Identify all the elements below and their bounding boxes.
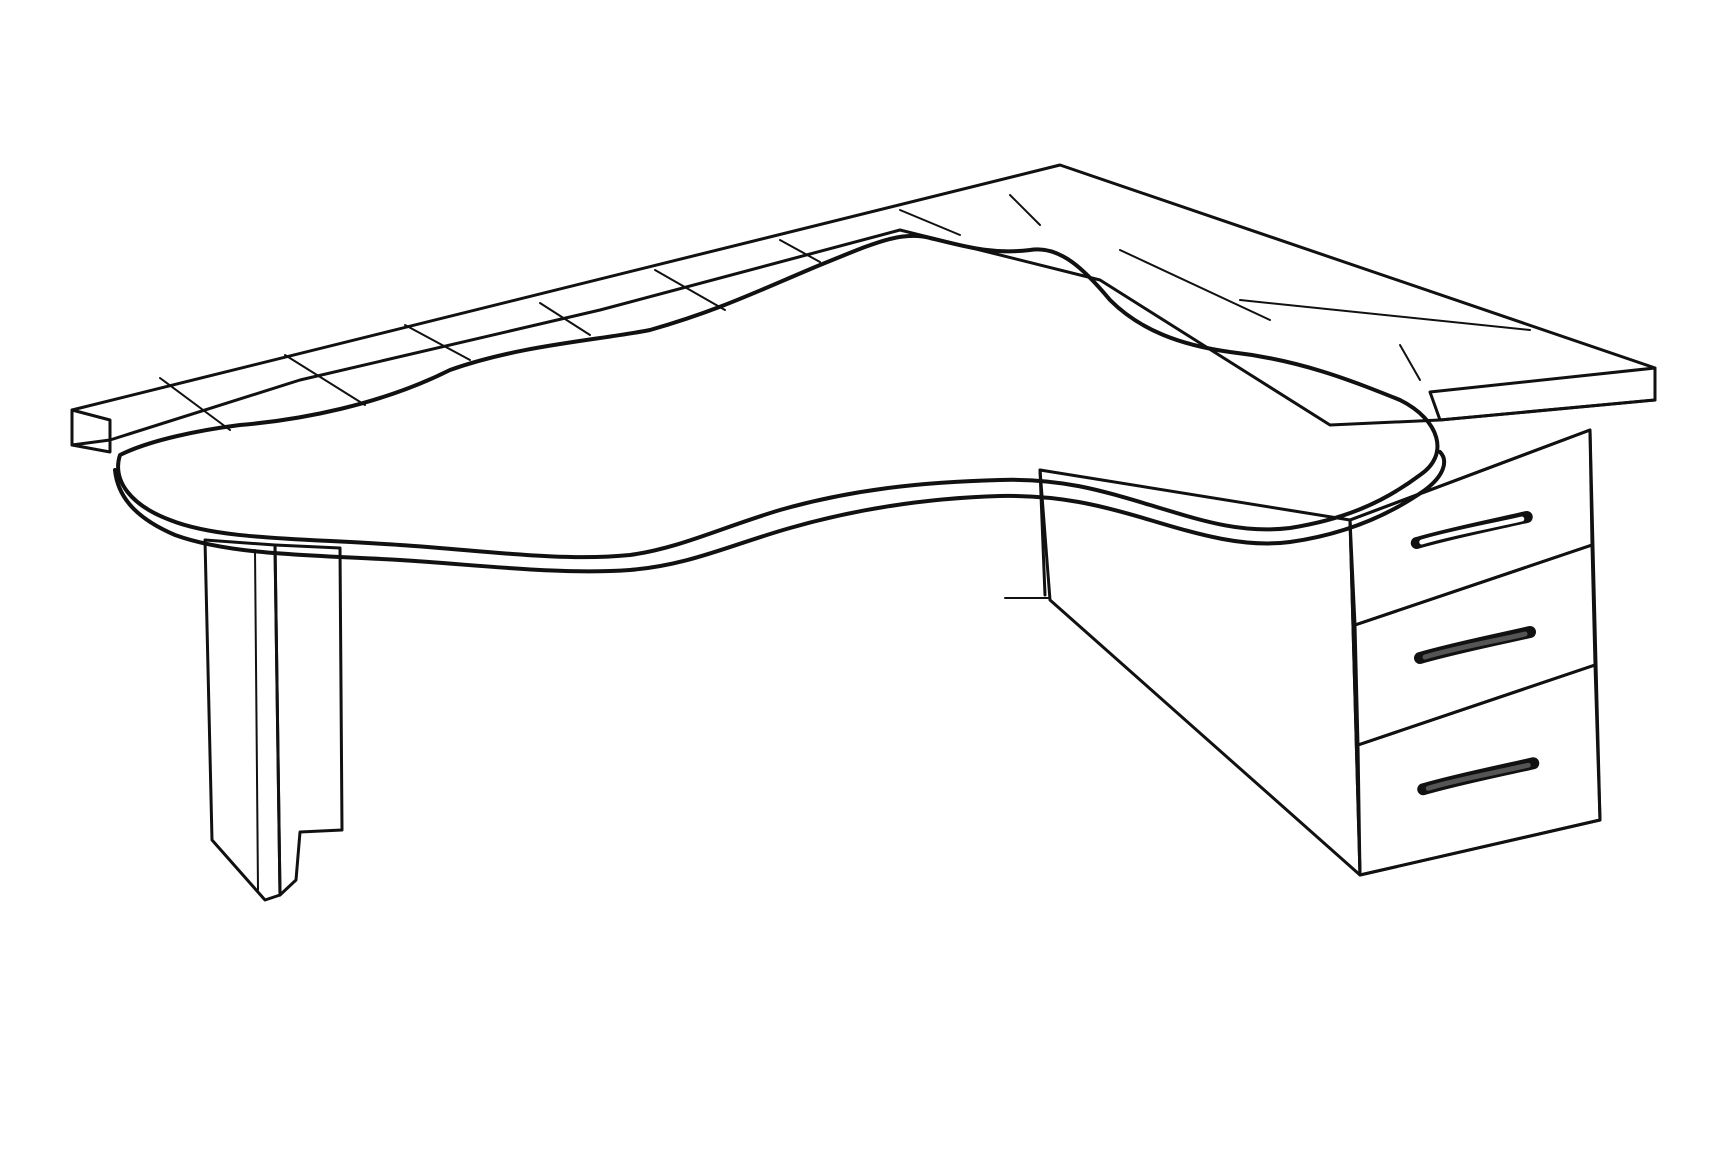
drawer-front <box>1356 663 1602 877</box>
pedestal-side-panel <box>1038 468 1362 877</box>
wooden-desk-top <box>116 233 1440 560</box>
drawer-handle-highlight <box>1422 631 1528 660</box>
back-desk-top-edge-right <box>1428 366 1657 422</box>
drawer-stack <box>1348 428 1602 877</box>
left-leg-panel-side <box>273 543 344 897</box>
left-leg-panel <box>203 538 282 902</box>
pedestal-back-edge <box>1038 468 1047 597</box>
wooden-desk-top-edge <box>113 450 1447 574</box>
back-desk-top-seams <box>159 194 1531 431</box>
drawer-handle-highlight <box>1425 762 1531 791</box>
left-leg-line <box>254 549 259 891</box>
back-desk-top <box>70 163 1657 447</box>
drawer-handle-highlight <box>1419 516 1525 545</box>
back-desk-top-edge <box>70 408 112 454</box>
